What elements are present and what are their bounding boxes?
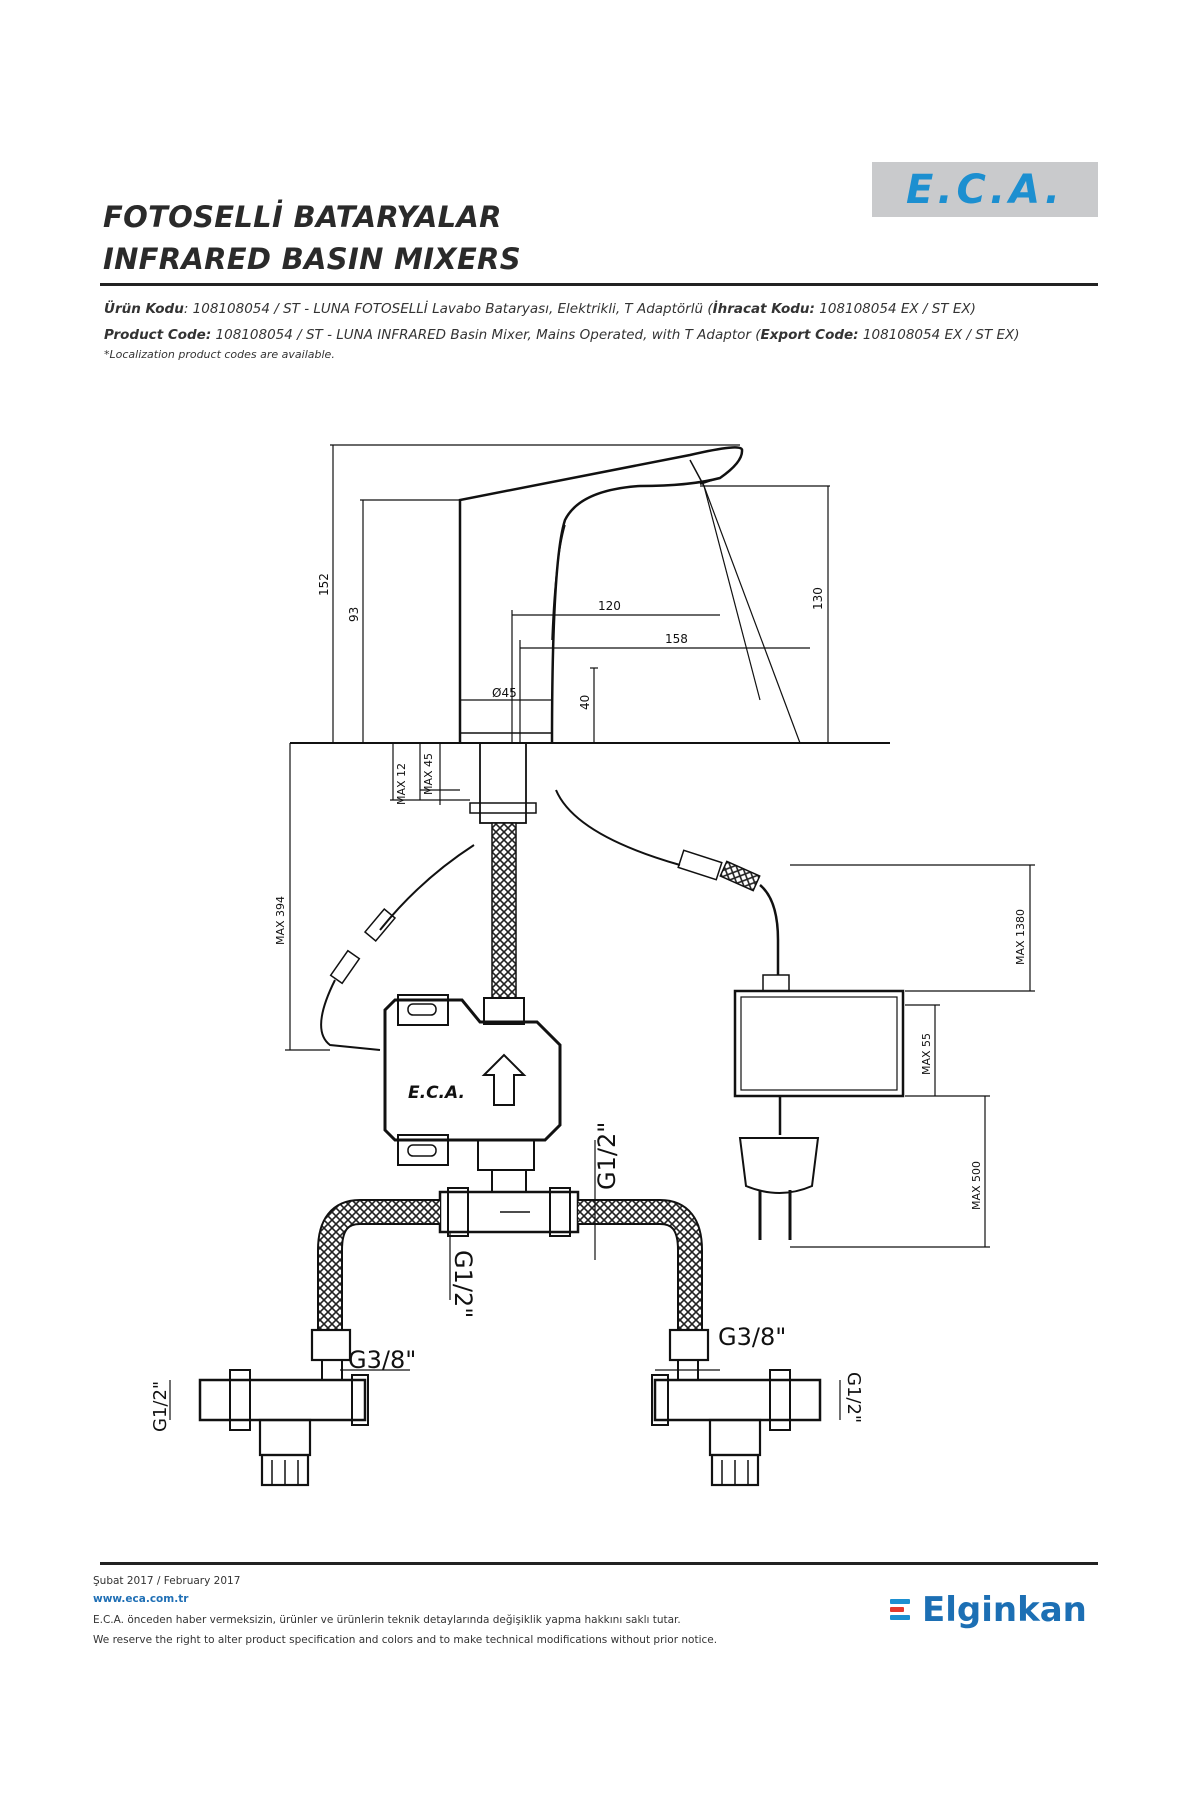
faucet-body xyxy=(458,446,744,744)
product-code-tr: Ürün Kodu: 108108054 / ST - LUNA FOTOSEL… xyxy=(104,301,976,317)
footer-disclaimer-tr: E.C.A. önceden haber vermeksizin, ürünle… xyxy=(93,1614,681,1626)
dim-diameter-45: Ø45 xyxy=(492,686,517,700)
dimension-lines-right xyxy=(790,864,1035,1248)
dim-max-45: MAX 45 xyxy=(422,753,435,795)
thread-g38-left: G3/8" xyxy=(348,1346,416,1374)
dim-120: 120 xyxy=(598,599,621,613)
sensor-cable xyxy=(555,789,790,992)
thread-g38-right: G3/8" xyxy=(718,1323,786,1351)
dimension-lines-left xyxy=(285,743,470,1051)
dim-93: 93 xyxy=(347,607,361,622)
dim-152: 152 xyxy=(317,573,331,596)
product-code-en-text: 108108054 / ST - LUNA INFRARED Basin Mix… xyxy=(211,327,761,343)
export-code-tr: 108108054 EX / ST EX) xyxy=(814,301,976,317)
thread-g12-bottom: G1/2" xyxy=(449,1250,477,1318)
dim-max-1380: MAX 1380 xyxy=(1014,909,1027,965)
product-code-tr-label: Ürün Kodu xyxy=(104,301,184,317)
product-code-en-label: Product Code: xyxy=(104,327,212,343)
elginkan-logo-icon xyxy=(890,1599,914,1621)
left-braided-hose xyxy=(317,1199,440,1330)
footer-date: Şubat 2017 / February 2017 xyxy=(93,1575,241,1587)
valve-logo: E.C.A. xyxy=(408,1083,465,1103)
supply-hose xyxy=(491,822,517,999)
dim-158: 158 xyxy=(665,632,688,646)
power-adaptor xyxy=(733,989,905,1240)
page-title-en: INFRARED BASIN MIXERS xyxy=(103,242,521,276)
dim-max-12: MAX 12 xyxy=(395,763,408,805)
page-title-tr: FOTOSELLİ BATARYALAR xyxy=(103,200,502,234)
footer-website-link[interactable]: www.eca.com.tr xyxy=(93,1593,189,1605)
dimension-lines-upper xyxy=(330,444,830,743)
thread-g12-top: G1/2" xyxy=(593,1122,621,1190)
solenoid-cable xyxy=(320,844,475,1051)
thread-g12-left-valve: G1/2" xyxy=(150,1381,171,1432)
dim-max-394: MAX 394 xyxy=(274,896,287,945)
product-code-en: Product Code: 108108054 / ST - LUNA INFR… xyxy=(104,327,1020,343)
elginkan-logo-text: Elginkan xyxy=(922,1590,1087,1630)
header-divider xyxy=(100,283,1098,286)
localization-note: *Localization product codes are availabl… xyxy=(104,348,335,361)
dim-max-55: MAX 55 xyxy=(920,1033,933,1075)
export-code-en-label: Export Code: xyxy=(760,327,859,343)
dimension-lines-threads xyxy=(169,1140,841,1420)
dim-40: 40 xyxy=(578,695,592,710)
elginkan-logo: Elginkan xyxy=(890,1590,1087,1630)
footer-divider xyxy=(100,1562,1098,1565)
solenoid-valve xyxy=(383,994,562,1171)
eca-logo: E.C.A. xyxy=(872,162,1098,217)
t-adaptor xyxy=(438,1169,580,1237)
footer-disclaimer-en: We reserve the right to alter product sp… xyxy=(93,1634,718,1646)
spray-cone xyxy=(703,485,801,744)
thread-g12-right-valve: G1/2" xyxy=(843,1372,864,1423)
dim-130: 130 xyxy=(811,587,825,610)
eca-logo-text: E.C.A. xyxy=(906,166,1064,213)
left-angle-valve xyxy=(198,1328,369,1487)
right-angle-valve xyxy=(651,1328,822,1487)
export-code-en: 108108054 EX / ST EX) xyxy=(858,327,1020,343)
product-code-tr-text: : 108108054 / ST - LUNA FOTOSELLİ Lavabo… xyxy=(183,301,713,317)
mounting-shank xyxy=(420,742,537,824)
dim-max-500: MAX 500 xyxy=(970,1161,983,1210)
export-code-tr-label: İhracat Kodu: xyxy=(712,301,815,317)
